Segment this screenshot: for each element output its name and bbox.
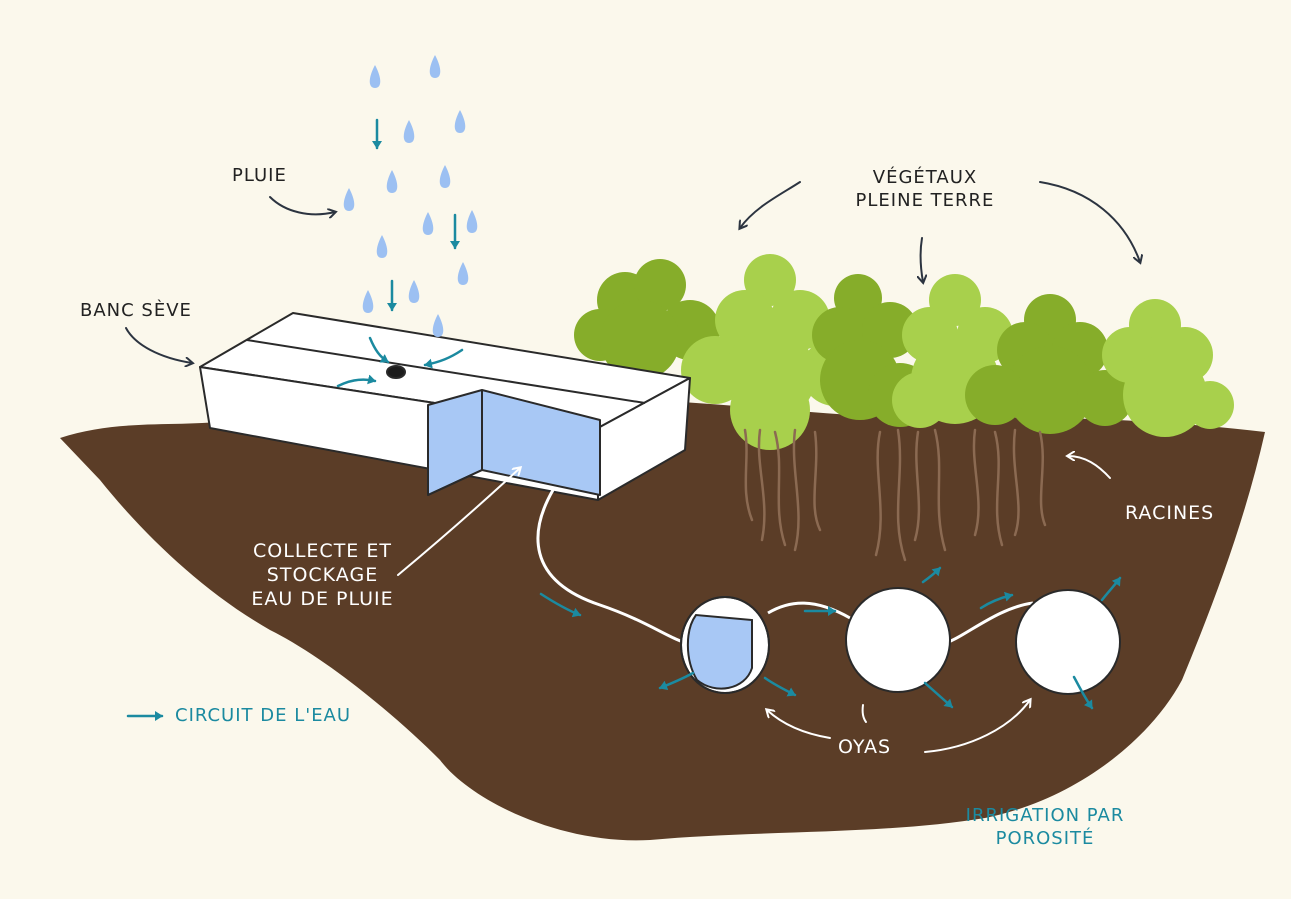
label-oyas: OYAS — [838, 736, 892, 758]
raindrop-icon — [362, 290, 374, 313]
raindrop-icon — [466, 210, 478, 233]
raindrop-icon — [454, 110, 466, 133]
bush-5 — [965, 294, 1133, 434]
raindrop-icon — [422, 212, 434, 235]
leader-arrow-icon — [767, 710, 831, 739]
raindrop-icon — [386, 170, 398, 193]
flow-arrow-icon — [539, 592, 582, 618]
flow-arrow-icon — [368, 336, 390, 364]
leader-arrow-icon — [740, 181, 801, 228]
raindrop-icon — [376, 235, 388, 258]
rain-group — [343, 55, 478, 337]
flow-arrow-icon — [763, 676, 797, 697]
raindrop-icon — [429, 55, 441, 78]
label-storage-line3: EAU DE PLUIE — [251, 587, 394, 610]
foliage-group — [574, 254, 1234, 450]
bush-1 — [574, 259, 720, 380]
bench-seve — [199, 312, 691, 501]
bush-4 — [892, 274, 1013, 428]
legend-water-circuit: CIRCUIT DE L'EAU — [175, 705, 352, 726]
label-roots: RACINES — [1125, 502, 1215, 524]
leader-arrow-icon — [1068, 456, 1111, 479]
label-rain: PLUIE — [232, 165, 287, 186]
leader-arrow-icon — [924, 700, 1030, 753]
leader-arrow-icon — [921, 237, 923, 282]
label-bench: BANC SÈVE — [80, 300, 192, 321]
oya-2 — [845, 587, 951, 693]
leader-arrow-icon — [397, 468, 520, 576]
flow-arrow-icon — [979, 591, 1014, 610]
flow-arrow-icon — [658, 671, 695, 691]
leader-arrows — [125, 181, 1140, 753]
soil-ground — [60, 397, 1265, 841]
flow-arrow-icon — [1072, 675, 1094, 710]
label-storage-line2: STOCKAGE — [266, 563, 379, 586]
raindrop-icon — [457, 262, 469, 285]
raindrop-icon — [403, 120, 415, 143]
label-plants-line2: PLEINE TERRE — [855, 189, 995, 211]
flow-arrows — [126, 118, 1122, 721]
roots-group — [743, 428, 1047, 562]
leader-arrow-icon — [861, 704, 867, 723]
label-storage: COLLECTE ET STOCKAGE EAU DE PLUIE — [240, 540, 405, 611]
leader-arrow-icon — [125, 327, 192, 363]
raindrop-icon — [369, 65, 381, 88]
label-irrigation-line2: POROSITÉ — [995, 827, 1095, 849]
label-plants-line1: VÉGÉTAUX — [872, 167, 978, 188]
flow-arrow-icon — [923, 681, 954, 709]
oya-3 — [1015, 589, 1121, 695]
raindrop-icon — [439, 165, 451, 188]
label-irrigation: IRRIGATION PAR POROSITÉ — [950, 805, 1140, 850]
bush-6 — [1102, 299, 1234, 437]
raindrop-icon — [408, 280, 420, 303]
label-storage-line1: COLLECTE ET — [253, 540, 392, 562]
flow-arrow-icon — [423, 348, 464, 369]
raindrop-icon — [343, 188, 355, 211]
leader-arrow-icon — [269, 196, 335, 214]
flow-arrow-icon — [1100, 576, 1122, 602]
oyas-group — [680, 587, 1121, 695]
flow-arrow-icon — [921, 566, 942, 584]
label-irrigation-line1: IRRIGATION PAR — [965, 805, 1125, 826]
raindrop-icon — [432, 314, 444, 337]
label-plants: VÉGÉTAUX PLEINE TERRE — [810, 167, 1040, 212]
leader-arrow-icon — [1039, 181, 1140, 262]
flow-arrow-icon — [336, 374, 377, 388]
